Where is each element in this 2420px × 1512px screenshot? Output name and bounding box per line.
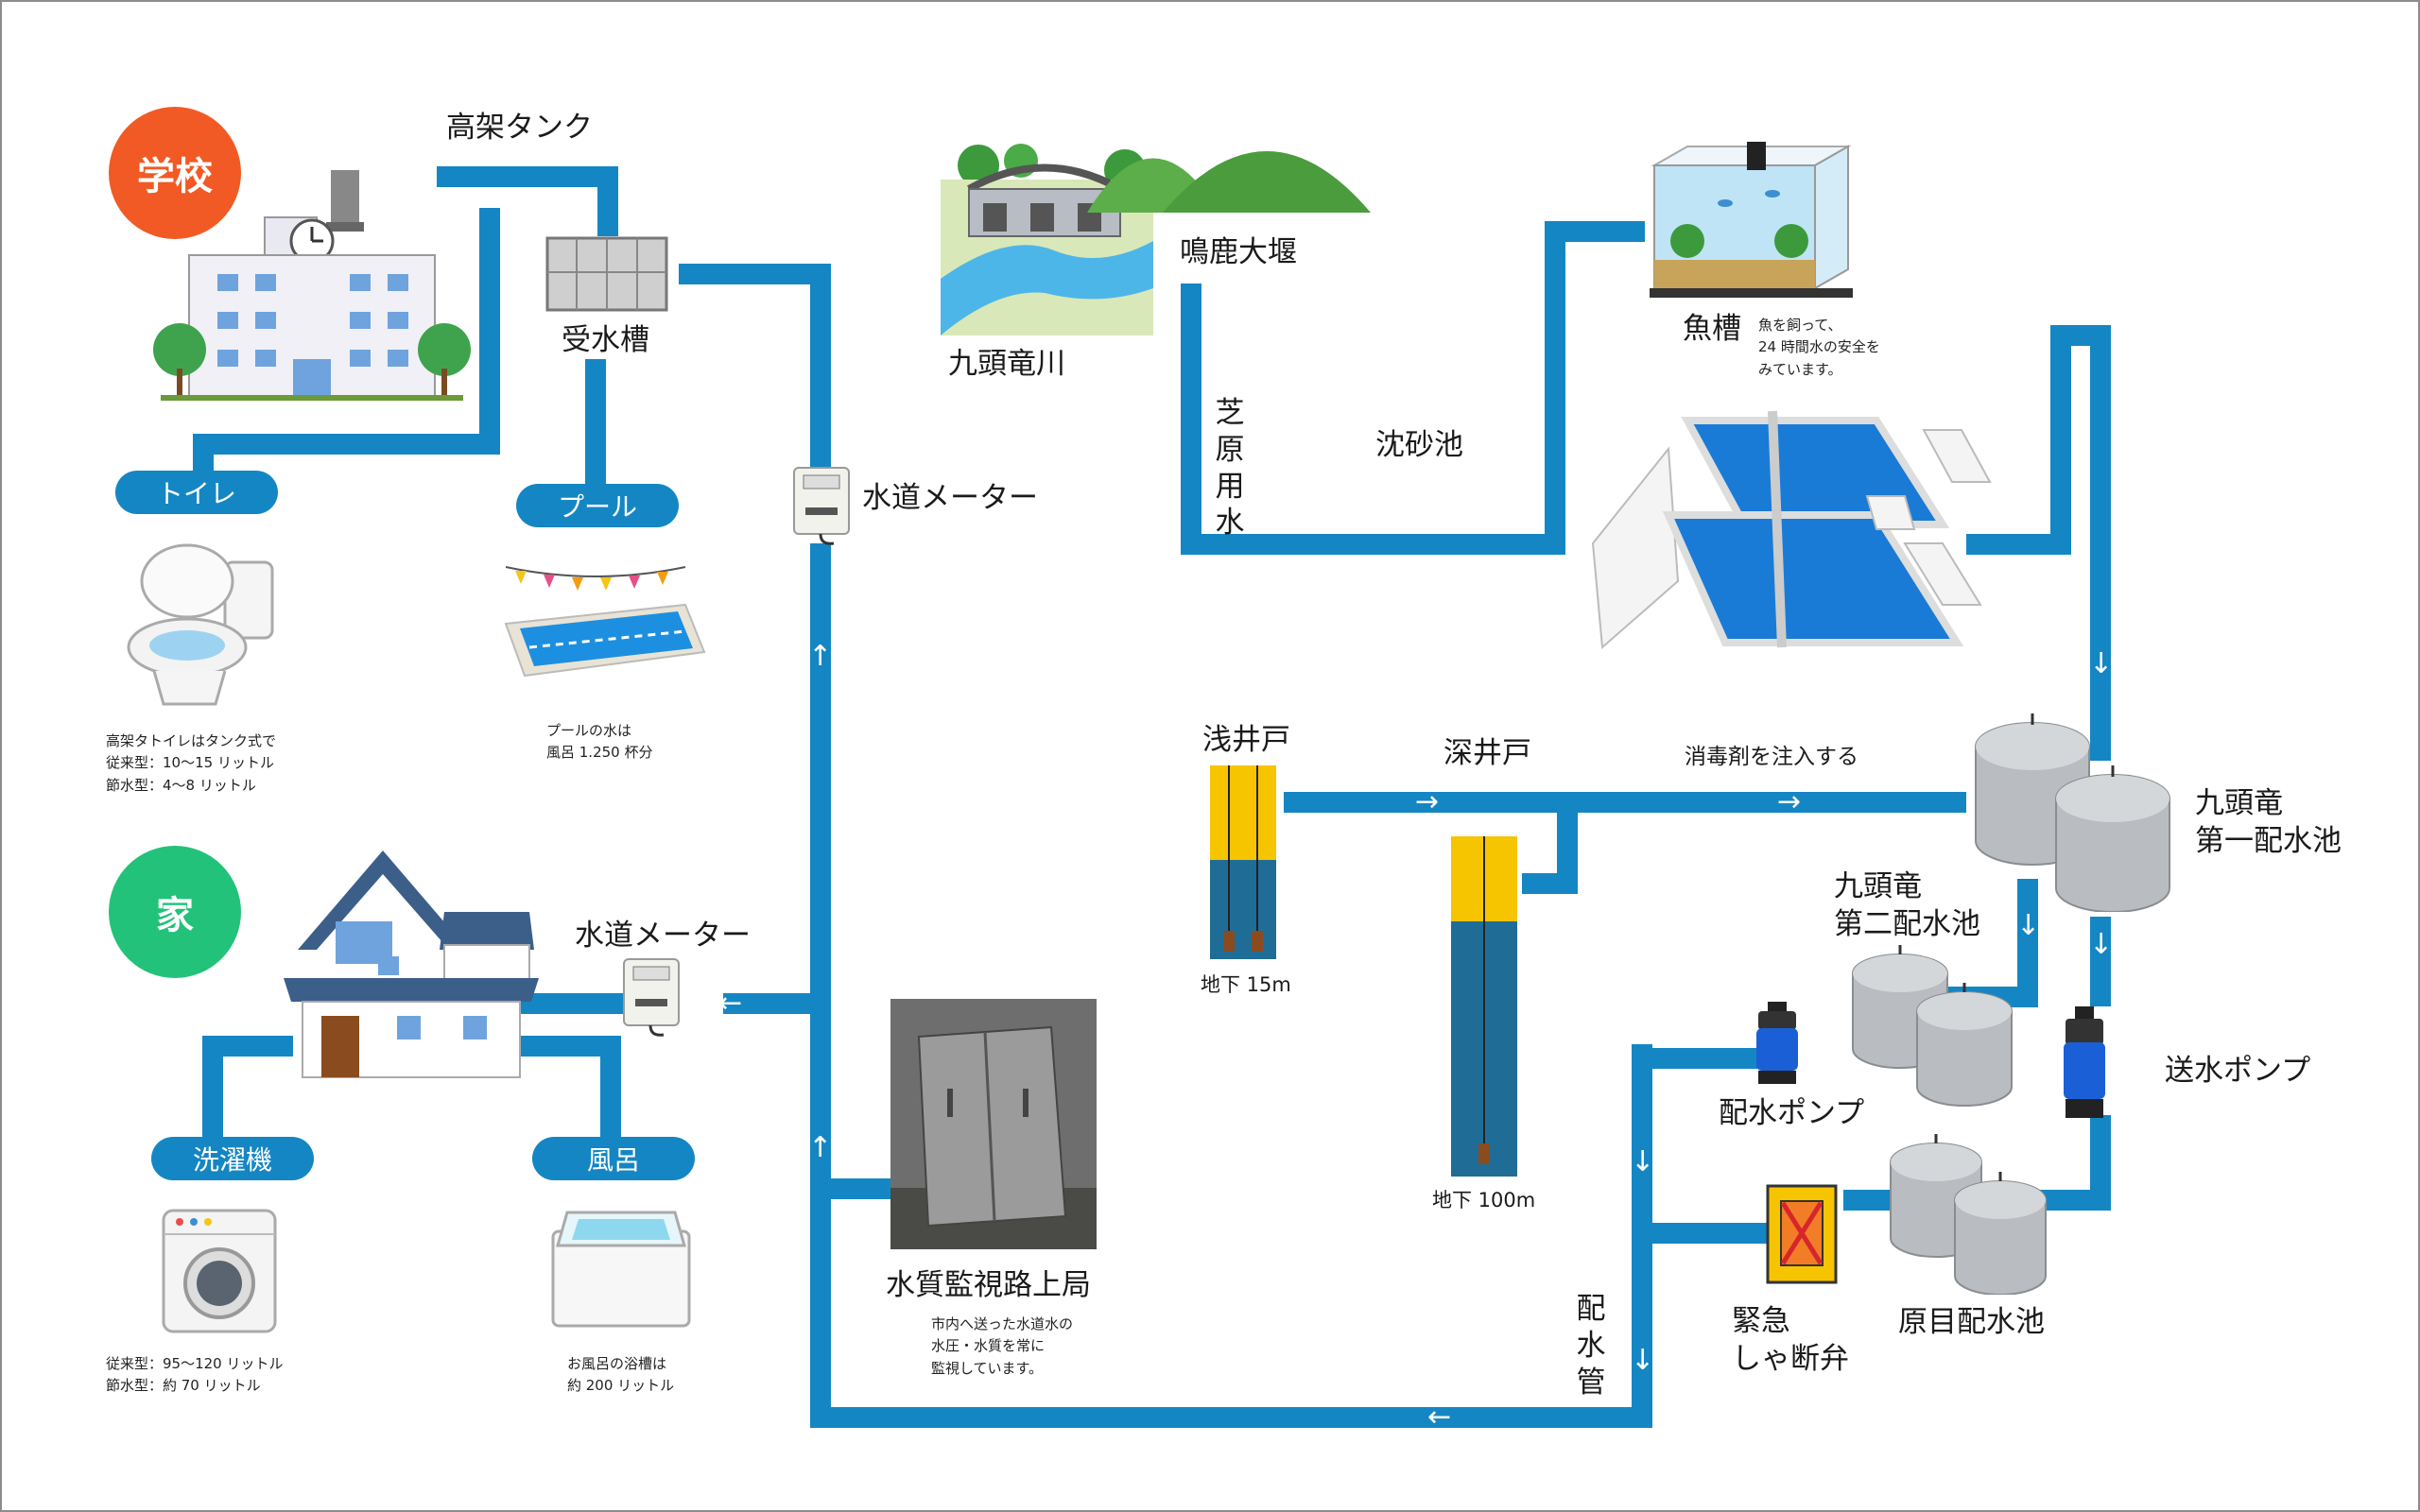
shallow-well-label: 浅井戸 [1202, 723, 1290, 757]
arrow-down-1: ↓ [2089, 647, 2114, 680]
pipe-canal [1181, 221, 1645, 555]
fish-note: 魚を飼って、 24 時間水の安全を みています。 [1758, 317, 1880, 378]
arrow-down-4: ↓ [1631, 1145, 1655, 1178]
river-label: 九頭竜川 [948, 347, 1065, 381]
deep-well-label: 深井戸 [1443, 736, 1531, 770]
reservoir-icon [1890, 1134, 2047, 1295]
distribution-pump-label: 配水ポンプ [1719, 1096, 1865, 1130]
arrow-right-2: → [1777, 785, 1802, 818]
pipe-school-tank [437, 166, 618, 236]
valve-icon [1766, 1184, 1838, 1284]
bathtub-icon [551, 1211, 691, 1328]
mountain-icon [1087, 151, 1371, 213]
school-icon [153, 170, 471, 401]
fish-tank-label: 魚槽 [1683, 312, 1741, 346]
monitoring-note: 市内へ送った水道水の 水圧・水質を常に 監視しています。 [931, 1315, 1074, 1377]
elevated-tank-label: 高架タンク [446, 111, 593, 145]
meter-icon [623, 958, 680, 1037]
meter-icon [793, 467, 850, 545]
pump-icon [2064, 1006, 2105, 1118]
toilet-icon [127, 543, 274, 706]
toilet-note: 高架タトイレはタンク式で 従来型：10～15 リットル 節水型：4～8 リットル [106, 732, 277, 794]
arrow-up-2: ↑ [808, 1131, 833, 1164]
second-reservoir-label: 九頭竜 第二配水池 [1834, 869, 1980, 942]
school-badge: 学校 [109, 107, 241, 239]
shallow-depth-label: 地下 15m [1201, 973, 1291, 996]
arrow-up-1: ↑ [808, 640, 833, 673]
arrow-down-3: ↓ [2089, 928, 2114, 961]
arrow-left-meter: ← [718, 987, 743, 1020]
pipe-basin-out [1966, 325, 2111, 761]
home-badge: 家 [109, 846, 241, 978]
well-icon [1451, 836, 1517, 1177]
pipe-deep-well [1522, 802, 1578, 894]
washer-note: 従来型：95～120 リットル 節水型：約 70 リットル [106, 1355, 284, 1395]
reservoir-icon [1975, 713, 2170, 912]
water-meter-home-label: 水道メーター [575, 919, 751, 953]
pipe-house-bath [515, 1036, 621, 1143]
arrow-left-bottom: ← [1427, 1400, 1452, 1434]
canal-label: 芝原用水 [1215, 396, 1245, 541]
pipe-main-up [679, 264, 831, 496]
pool-note: プールの水は 風呂 1.250 杯分 [546, 722, 653, 762]
bath-pill: 風呂 [532, 1137, 695, 1180]
cabinet-icon [890, 999, 1097, 1249]
pipe-house-washer [202, 1036, 293, 1143]
tank-icon [545, 236, 668, 312]
bath-note: お風呂の浴槽は 約 200 リットル [567, 1355, 675, 1395]
weir-label: 鳴鹿大堰 [1180, 235, 1297, 269]
pool-icon [504, 566, 706, 678]
transmission-pump-label: 送水ポンプ [2165, 1054, 2311, 1088]
pool-pill: プール [516, 484, 679, 527]
emergency-valve-label: 緊急 しゃ断弁 [1732, 1304, 1849, 1377]
washing-machine-icon [162, 1209, 277, 1333]
distribution-pipe-label: 配水管 [1576, 1292, 1606, 1400]
basin-icon [1591, 410, 1992, 650]
sand-basin-label: 沈砂池 [1375, 428, 1463, 462]
deep-depth-label: 地下 100m [1432, 1189, 1536, 1211]
pipe-pump-harame [2023, 1115, 2111, 1211]
pipe-school-toilet [193, 208, 500, 482]
pipe-main-vertical [810, 543, 1758, 1428]
toilet-pill: トイレ [115, 471, 278, 514]
arrow-down-2: ↓ [2016, 909, 2041, 942]
house-icon [284, 850, 539, 1078]
first-reservoir-label: 九頭竜 第一配水池 [2195, 786, 2342, 859]
arrow-down-5: ↓ [1631, 1344, 1655, 1377]
disinfectant-label: 消毒剤を注入する [1685, 745, 1858, 769]
pump-icon [1756, 1002, 1798, 1084]
well-icon [1210, 765, 1276, 959]
reservoir-icon [1852, 945, 2013, 1107]
arrow-right-1: → [1415, 785, 1440, 818]
aquarium-icon [1650, 142, 1853, 298]
monitoring-station-label: 水質監視路上局 [886, 1268, 1091, 1302]
washer-pill: 洗濯機 [151, 1137, 314, 1180]
water-meter-main-label: 水道メーター [862, 481, 1038, 515]
river-icon [941, 137, 1153, 335]
harame-reservoir-label: 原目配水池 [1898, 1305, 2045, 1339]
receiving-tank-label: 受水槽 [562, 323, 649, 357]
